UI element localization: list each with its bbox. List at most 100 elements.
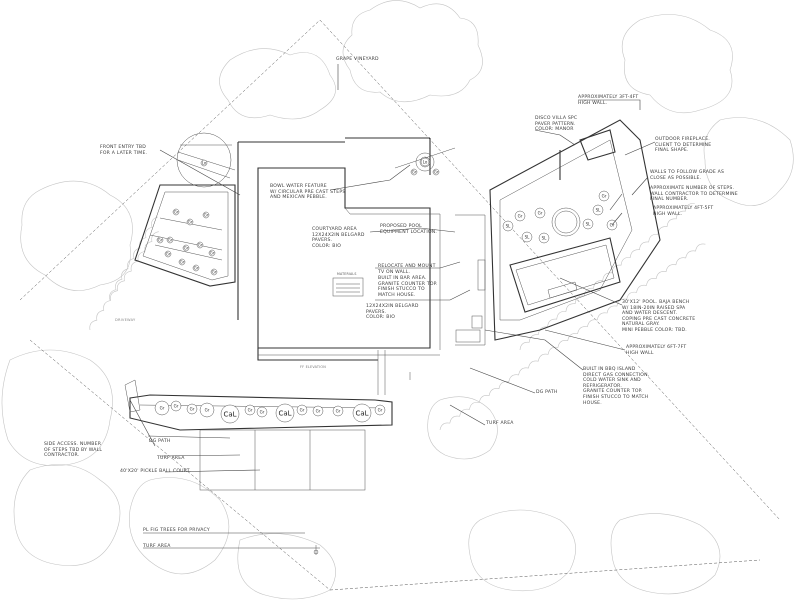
label-line: WALLS TO FOLLOW GRADE AS [650, 170, 725, 175]
plant-code-label: SL [542, 235, 548, 240]
pickle-ball-court [199, 429, 366, 491]
label-line: 12X24X2IN BELGARD [312, 232, 365, 238]
label-proposed-pool-equipment: PROPOSED POOL EQUIPMENT LOCATION. [380, 224, 437, 235]
label-turf-area-bottom: TURF AREA [143, 544, 171, 549]
label-line: COLOR: MANOR [535, 127, 574, 133]
plant-symbol [202, 211, 210, 219]
plant-symbol [502, 220, 514, 232]
plant-symbol [296, 404, 308, 416]
plant-symbol [210, 268, 218, 276]
label-turf-area-mid: TURF AREA [157, 456, 185, 461]
label-line: REFRIGERATOR. [583, 383, 623, 389]
plant-code-label: CaL [278, 409, 291, 417]
label-line: APPROXIMATELY 3FT-4FT [578, 95, 639, 100]
label-line: WALL CONTRACTOR TO DETERMINE [650, 191, 738, 197]
label-built-in-bar: BUILT IN BAR AREA. GRANITE COUNTER TOP. … [378, 276, 438, 298]
pool-patio [455, 119, 661, 346]
plant-code-label: Gr [194, 265, 199, 270]
label-pl-fig-trees: PL FIG TREES FOR PRIVACY [143, 528, 210, 533]
plant-code-label: Gr [316, 408, 321, 413]
label-line: FINAL SHAPE. [655, 148, 689, 154]
front-entry-circle [176, 132, 232, 188]
plant-code-label: Gr [168, 237, 173, 242]
label-line: FINAL NUMBER. [650, 197, 689, 203]
label-line: DISCO VILLA SPC [535, 116, 578, 121]
label-line: CLOSE AS POSSIBLE. [650, 175, 702, 181]
label-line: AND MEXICAN PEBBLE. [270, 195, 327, 201]
label-pickle-ball-court: 40'x20' PICKLE BALL COURT. [120, 469, 191, 474]
plant-symbol [196, 241, 204, 249]
label-line: BOWL WATER FEATURE [270, 184, 327, 189]
plant-code-label: Gr [174, 403, 179, 408]
label-line: HIGH WALL. [578, 100, 608, 106]
label-line: CONTRACTOR. [44, 453, 80, 459]
label-materials-legend: MATERIALS [337, 272, 357, 276]
label-courtyard-area: COURTYARD AREA 12X24X2IN BELGARD PAVERS.… [312, 227, 365, 249]
plant-symbol [592, 204, 604, 216]
label-line: BUILT IN BAR AREA. [378, 276, 427, 281]
plant-symbol [244, 404, 256, 416]
plant-symbol [182, 244, 190, 252]
plant-code-label: Gr [518, 213, 523, 218]
label-bbq-island: BUILT IN BBQ ISLAND DIRECT GAS CONNECTIO… [583, 367, 649, 406]
plant-code-label: SL [506, 223, 512, 228]
label-line: COLD WATER SINK AND [583, 378, 641, 384]
label-pool-pavers: 12X24X2IN BELGARD PAVERS. COLOR: BIO [366, 304, 419, 321]
plant-code-label: Lo [202, 160, 207, 165]
property-lines [19, 19, 781, 591]
label-line: DIRECT GAS CONNECTION, [583, 372, 650, 378]
plant-code-label: Gr [166, 251, 171, 256]
plant-symbol [220, 404, 240, 424]
label-line: 12X24X2IN BELGARD [366, 304, 419, 309]
label-line: COLOR: BIO [312, 243, 342, 249]
plant-symbol [199, 402, 215, 418]
plant-symbol [178, 258, 186, 266]
label-line: RELOCATE AND MOUNT [378, 264, 436, 269]
label-turf-area-right: TURF AREA [486, 421, 514, 426]
plant-code-label: Gr [412, 169, 417, 174]
label-line: W/ CIRCULAR PRE CAST STEPS [270, 189, 346, 195]
plant-code-label: Gr [198, 242, 203, 247]
label-line: PROPOSED POOL [380, 224, 422, 229]
label-line: HOUSE. [583, 400, 602, 406]
plant-code-label: Gr [212, 269, 217, 274]
plant-symbol [192, 264, 200, 272]
label-line: MATCH HOUSE. [378, 292, 416, 298]
label-ff-elevation: FF ELEVATION [300, 365, 326, 369]
plant-code-label: Gr [205, 407, 210, 412]
plant-symbol [208, 249, 216, 257]
label-side-access: SIDE ACCESS. NUMBER OF STEPS TBD BY WALL… [44, 442, 102, 459]
plant-symbol [432, 168, 440, 176]
plant-symbol [332, 405, 344, 417]
label-line: HIGH WALL. [653, 211, 683, 217]
label-line: COPING PRE CAST CONCRETE [622, 316, 696, 322]
plant-symbol [420, 157, 430, 167]
label-line: EQUIPMENT LOCATION. [380, 229, 438, 235]
leader-lines [129, 64, 656, 549]
label-relocate-tv: RELOCATE AND MOUNT TV ON WALL. [378, 264, 436, 275]
plant-symbol [186, 403, 198, 415]
plant-symbol [582, 218, 594, 230]
plant-code-label: Gr [210, 250, 215, 255]
label-line: PAVERS. [366, 309, 387, 315]
label-line: GRANITE COUNTER TOP. [378, 281, 438, 287]
plant-code-label: Gr [180, 259, 185, 264]
label-line: CLIENT TO DETERMINE [655, 142, 712, 148]
plant-code-label: Gr [190, 406, 195, 411]
label-line: GRANITE COUNTER TOP. [583, 389, 643, 395]
plant-code-label: CaL [355, 409, 368, 417]
plant-code-label: Gr [538, 210, 543, 215]
label-line: COURTYARD AREA [312, 227, 357, 232]
plant-symbol [374, 404, 386, 416]
spa-circle [551, 207, 581, 237]
label-front-entry: FRONT ENTRY TBD FOR A LATER TIME. [100, 145, 147, 156]
plant-symbol [172, 208, 180, 216]
plant-symbol [514, 210, 526, 222]
plant-symbol [154, 400, 170, 416]
label-line: FINISH STUCCO TO MATCH [583, 394, 649, 400]
label-line: APPROXIMATE NUMBER OF STEPS. [650, 186, 735, 191]
plant-code-label: Gr [160, 405, 165, 410]
plant-code-label: SL [525, 234, 531, 239]
plant-symbol [256, 406, 268, 418]
